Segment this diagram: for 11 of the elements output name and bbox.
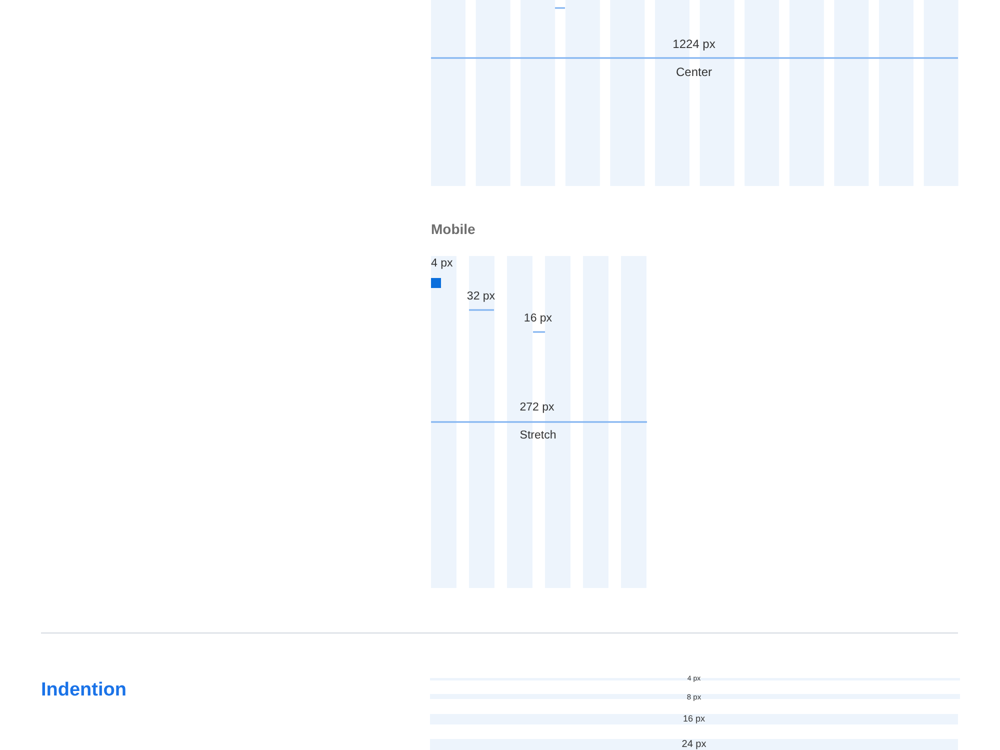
dimension-label: 32 px bbox=[466, 291, 496, 303]
dimension-label: 16 px bbox=[682, 714, 706, 724]
alignment-label: Stretch bbox=[520, 430, 556, 442]
dimension-label: 16 px bbox=[524, 313, 552, 325]
alignment-label: Center bbox=[676, 66, 712, 78]
section-heading: Mobile bbox=[431, 222, 476, 236]
dimension-label: 272 px bbox=[520, 402, 554, 414]
section-heading: Indention bbox=[41, 680, 126, 700]
dimension-label: 4 px bbox=[431, 258, 453, 270]
dimension-label: 1224 px bbox=[672, 38, 716, 50]
dimension-label: 24 px bbox=[682, 740, 706, 750]
